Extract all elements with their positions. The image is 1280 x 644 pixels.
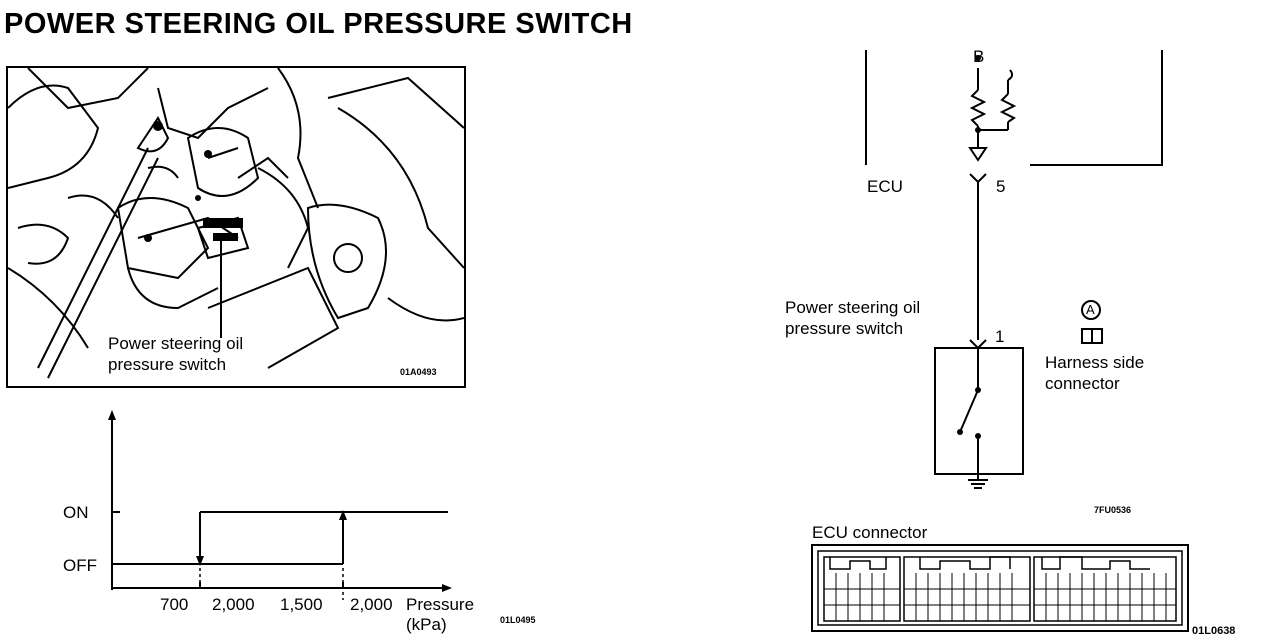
- terminal-b-label: B: [973, 47, 985, 66]
- input-buffer: [968, 147, 988, 162]
- y-axis-arrow: [108, 410, 116, 420]
- circuit-diagram: [865, 50, 1163, 489]
- circuit-code: 7FU0536: [1094, 505, 1132, 515]
- y-label-off: OFF: [63, 556, 97, 575]
- ecu-connector-diagram: [811, 544, 1189, 632]
- y-label-on: ON: [63, 503, 89, 522]
- connector-marker-letter: A: [1086, 302, 1095, 317]
- x-tick-2000b: 2,000: [350, 595, 393, 614]
- up-arrowhead: [339, 510, 347, 520]
- switch-contact: [959, 389, 979, 433]
- ecu-pin-5-connector: [969, 173, 987, 184]
- engine-illustration: Power steering oil pressure switch 01A04…: [6, 66, 466, 388]
- connector-marker-circle: [1081, 300, 1101, 320]
- x-tick-1500: 1,500: [280, 595, 323, 614]
- x-axis-unit: (kPa): [406, 615, 447, 634]
- photo-callout-line2: pressure switch: [108, 355, 227, 374]
- ecu-box-right: [1030, 50, 1163, 166]
- switch-label-line2: pressure switch: [785, 319, 904, 338]
- resistor-1: [969, 89, 987, 127]
- photo-callout-line1: Power steering oil: [108, 334, 244, 353]
- switch-pin-1-connector: [969, 339, 987, 350]
- pressure-graph: [108, 410, 452, 600]
- ecu-connector-title: ECU connector: [812, 523, 928, 542]
- x-axis-arrow: [442, 584, 452, 592]
- harness-label-line1: Harness side: [1045, 353, 1145, 372]
- ecu-connector-code: 01L0638: [1192, 625, 1236, 637]
- harness-label-line2: connector: [1045, 374, 1120, 393]
- down-arrowhead: [196, 556, 204, 566]
- switch-label-line1: Power steering oil: [785, 298, 921, 317]
- b-terminal-dot: [975, 55, 981, 61]
- resistor-2: [999, 93, 1017, 123]
- graph-code: 01L0495: [500, 615, 536, 625]
- x-tick-700: 700: [160, 595, 189, 614]
- ecu-label: ECU: [867, 177, 903, 196]
- engine-sketch: [8, 68, 464, 379]
- x-axis-label: Pressure: [406, 595, 475, 614]
- switch-pin-label: 1: [995, 327, 1005, 346]
- x-tick-2000a: 2,000: [212, 595, 255, 614]
- photo-code: 01A0493: [400, 367, 437, 377]
- page-title: POWER STEERING OIL PRESSURE SWITCH: [4, 8, 633, 40]
- ecu-pin-label: 5: [996, 177, 1006, 196]
